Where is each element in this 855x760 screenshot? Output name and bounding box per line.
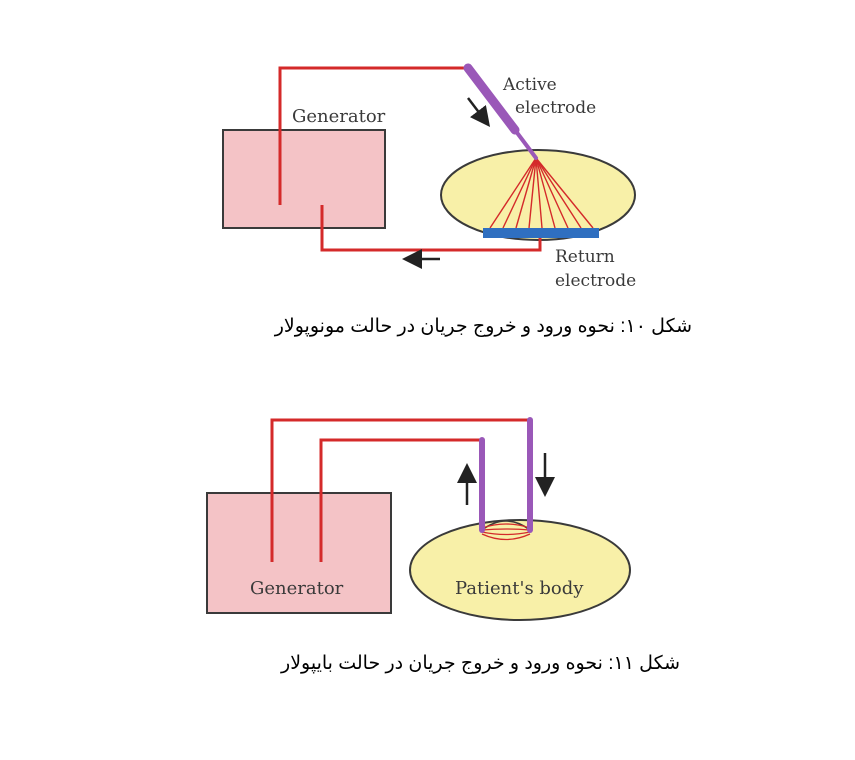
active-electrode-tip: [513, 128, 538, 160]
generator-label: Generator: [250, 578, 344, 599]
current-lines: [489, 157, 594, 229]
figure-10-caption: شکل ۱۰: نحوه ورود و خروج جریان در حالت م…: [274, 316, 692, 337]
active-electrode-label-line1: Active: [502, 75, 557, 95]
patient-body: [409, 519, 631, 621]
generator-label: Generator: [292, 106, 386, 127]
patient-body: [440, 149, 636, 241]
generator-box: [222, 129, 386, 229]
figure-10-monopolar: Generator Active electrode Return: [222, 63, 692, 337]
generator-box: [206, 492, 392, 614]
current-in-arrow: [467, 97, 491, 127]
figure-11-bipolar: Generator Patient's body شکل ۱۱: نحوه ور…: [206, 417, 680, 674]
wire-inner: [319, 438, 482, 562]
patient-body-label: Patient's body: [455, 578, 584, 599]
active-electrode: [463, 63, 520, 135]
return-electrode-plate: [483, 228, 599, 238]
return-electrode-label-line2: electrode: [555, 271, 636, 291]
figure-11-caption: شکل ۱۱: نحوه ورود و خروج جریان در حالت ب…: [280, 653, 680, 674]
active-electrode-label-line2: electrode: [515, 98, 596, 118]
wire-outer: [270, 418, 530, 562]
return-electrode-label-line1: Return: [555, 247, 615, 267]
bipolar-current-lines: [481, 523, 531, 541]
wire-active: [278, 66, 468, 205]
wire-return: [320, 205, 542, 252]
